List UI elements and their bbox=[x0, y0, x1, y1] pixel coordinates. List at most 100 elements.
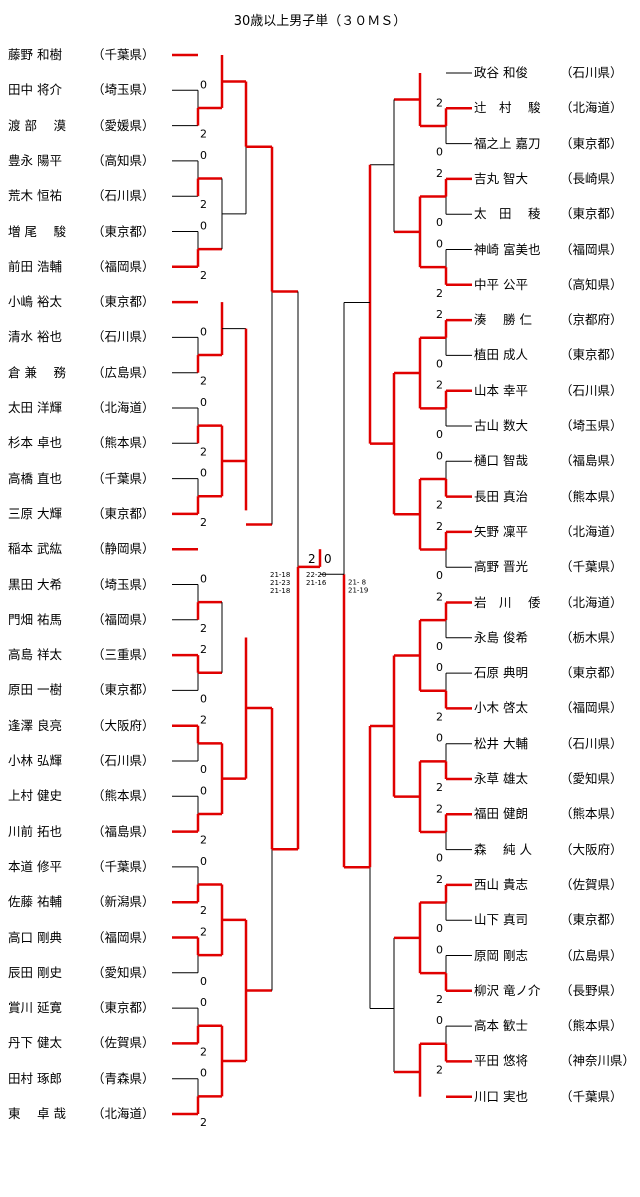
right-player-name: 西山 貴志 bbox=[474, 876, 528, 892]
semi-set-score: 21-18 bbox=[270, 571, 290, 579]
left-player-pref: （広島県） bbox=[92, 364, 155, 380]
round-score: 0 bbox=[200, 149, 207, 162]
left-player-name: 上村 健史 bbox=[8, 788, 62, 804]
right-player-name: 湊 勝 仁 bbox=[474, 312, 532, 328]
right-player-pref: （広島県） bbox=[560, 947, 623, 963]
right-player-name: 長田 真治 bbox=[474, 488, 528, 504]
round-score: 0 bbox=[436, 944, 443, 957]
left-player-name: 川前 拓也 bbox=[8, 823, 62, 839]
round-score: 0 bbox=[436, 640, 443, 653]
right-player-pref: （千葉県） bbox=[560, 1088, 623, 1104]
round-score: 2 bbox=[200, 643, 207, 656]
left-player-pref: （北海道） bbox=[92, 1106, 155, 1121]
right-player-name: 古山 数大 bbox=[474, 418, 528, 433]
round-score: 0 bbox=[200, 1067, 207, 1080]
left-player-name: 高島 祥太 bbox=[8, 647, 62, 663]
round-score: 0 bbox=[436, 449, 443, 462]
round-score: 2 bbox=[436, 591, 443, 604]
right-player-name: 永島 俊希 bbox=[474, 629, 528, 645]
right-player-name: 辻 村 駿 bbox=[474, 100, 541, 116]
round-score: 2 bbox=[200, 834, 207, 847]
round-score: 2 bbox=[436, 287, 443, 300]
right-player-pref: （東京都） bbox=[560, 206, 623, 222]
round-score: 2 bbox=[436, 781, 443, 794]
round-score: 2 bbox=[200, 516, 207, 529]
left-player-pref: （福岡県） bbox=[92, 258, 155, 274]
final-set-score: 21-16 bbox=[306, 579, 327, 587]
right-player-pref: （埼玉県） bbox=[560, 418, 623, 433]
right-player-pref: （東京都） bbox=[560, 135, 623, 151]
right-player-name: 樋口 智哉 bbox=[474, 453, 528, 469]
round-score: 0 bbox=[200, 692, 207, 705]
left-player-pref: （新潟県） bbox=[92, 894, 155, 910]
right-player-name: 松井 大輔 bbox=[474, 735, 528, 751]
right-player-pref: （千葉県） bbox=[560, 559, 623, 575]
right-player-name: 川口 実也 bbox=[474, 1088, 528, 1104]
left-player-name: 賞川 延寛 bbox=[8, 1000, 62, 1016]
round-score: 0 bbox=[200, 784, 207, 797]
left-player-name: 田村 琢郎 bbox=[8, 1070, 62, 1086]
round-score: 0 bbox=[200, 78, 207, 91]
left-player-name: 渡 部 漠 bbox=[8, 117, 66, 133]
round-score: 2 bbox=[436, 499, 443, 512]
right-player-name: 平田 悠将 bbox=[474, 1053, 528, 1069]
round-score: 0 bbox=[436, 1014, 443, 1027]
round-score: 2 bbox=[436, 379, 443, 392]
final-left-score: 2 bbox=[308, 552, 316, 566]
round-score: 0 bbox=[200, 325, 207, 338]
round-score: 0 bbox=[436, 569, 443, 582]
right-player-name: 石原 典明 bbox=[474, 665, 528, 681]
right-player-name: 政谷 和俊 bbox=[474, 65, 528, 80]
left-player-name: 逢澤 良亮 bbox=[8, 717, 62, 733]
right-player-pref: （長野県） bbox=[560, 982, 623, 998]
left-player-pref: （熊本県） bbox=[92, 435, 155, 451]
right-player-pref: （福岡県） bbox=[560, 241, 623, 257]
left-player-pref: （静岡県） bbox=[92, 541, 155, 557]
left-player-name: 辰田 剛史 bbox=[8, 964, 62, 980]
round-score: 0 bbox=[436, 238, 443, 251]
left-player-name: 黒田 大希 bbox=[8, 576, 62, 592]
round-score: 2 bbox=[200, 926, 207, 939]
right-player-name: 柳沢 竜ノ介 bbox=[474, 982, 541, 998]
left-player-pref: （青森県） bbox=[92, 1070, 155, 1086]
round-score: 2 bbox=[200, 445, 207, 458]
round-score: 2 bbox=[436, 308, 443, 321]
right-player-pref: （東京都） bbox=[560, 347, 623, 363]
left-player-pref: （佐賀県） bbox=[92, 1035, 155, 1051]
right-player-pref: （北海道） bbox=[560, 594, 623, 610]
right-player-name: 矢野 凜平 bbox=[474, 523, 528, 539]
round-score: 2 bbox=[436, 167, 443, 180]
round-score: 0 bbox=[200, 996, 207, 1009]
round-score: 2 bbox=[200, 128, 207, 141]
final-set-score: 22-20 bbox=[306, 571, 326, 579]
round-score: 2 bbox=[436, 96, 443, 109]
round-score: 2 bbox=[200, 714, 207, 727]
semi-set-score: 21-18 bbox=[270, 587, 290, 595]
semi-set-score: 21- 8 bbox=[348, 578, 366, 586]
left-player-pref: （福岡県） bbox=[92, 929, 155, 945]
round-score: 2 bbox=[200, 1116, 207, 1129]
round-score: 0 bbox=[200, 855, 207, 868]
left-player-pref: （熊本県） bbox=[92, 788, 155, 804]
round-score: 2 bbox=[200, 269, 207, 282]
left-player-name: 太田 洋輝 bbox=[8, 400, 62, 415]
left-player-pref: （高知県） bbox=[92, 152, 155, 168]
right-player-name: 太 田 稜 bbox=[474, 206, 541, 222]
round-score: 2 bbox=[200, 904, 207, 917]
right-player-pref: （熊本県） bbox=[560, 488, 623, 504]
left-player-name: 本道 修平 bbox=[8, 858, 62, 874]
left-player-pref: （石川県） bbox=[92, 329, 155, 345]
round-score: 0 bbox=[436, 922, 443, 935]
right-player-pref: （栃木県） bbox=[560, 629, 623, 645]
left-player-name: 小林 弘輝 bbox=[8, 753, 62, 768]
right-player-pref: （東京都） bbox=[560, 665, 623, 681]
round-score: 0 bbox=[436, 428, 443, 441]
left-player-pref: （福岡県） bbox=[92, 611, 155, 627]
right-player-name: 高本 歓士 bbox=[474, 1018, 528, 1034]
left-player-name: 三原 大輝 bbox=[8, 505, 62, 521]
left-player-pref: （北海道） bbox=[92, 400, 155, 415]
left-player-pref: （千葉県） bbox=[92, 470, 155, 486]
left-player-pref: （東京都） bbox=[92, 1000, 155, 1016]
right-player-pref: （福島県） bbox=[560, 453, 623, 469]
